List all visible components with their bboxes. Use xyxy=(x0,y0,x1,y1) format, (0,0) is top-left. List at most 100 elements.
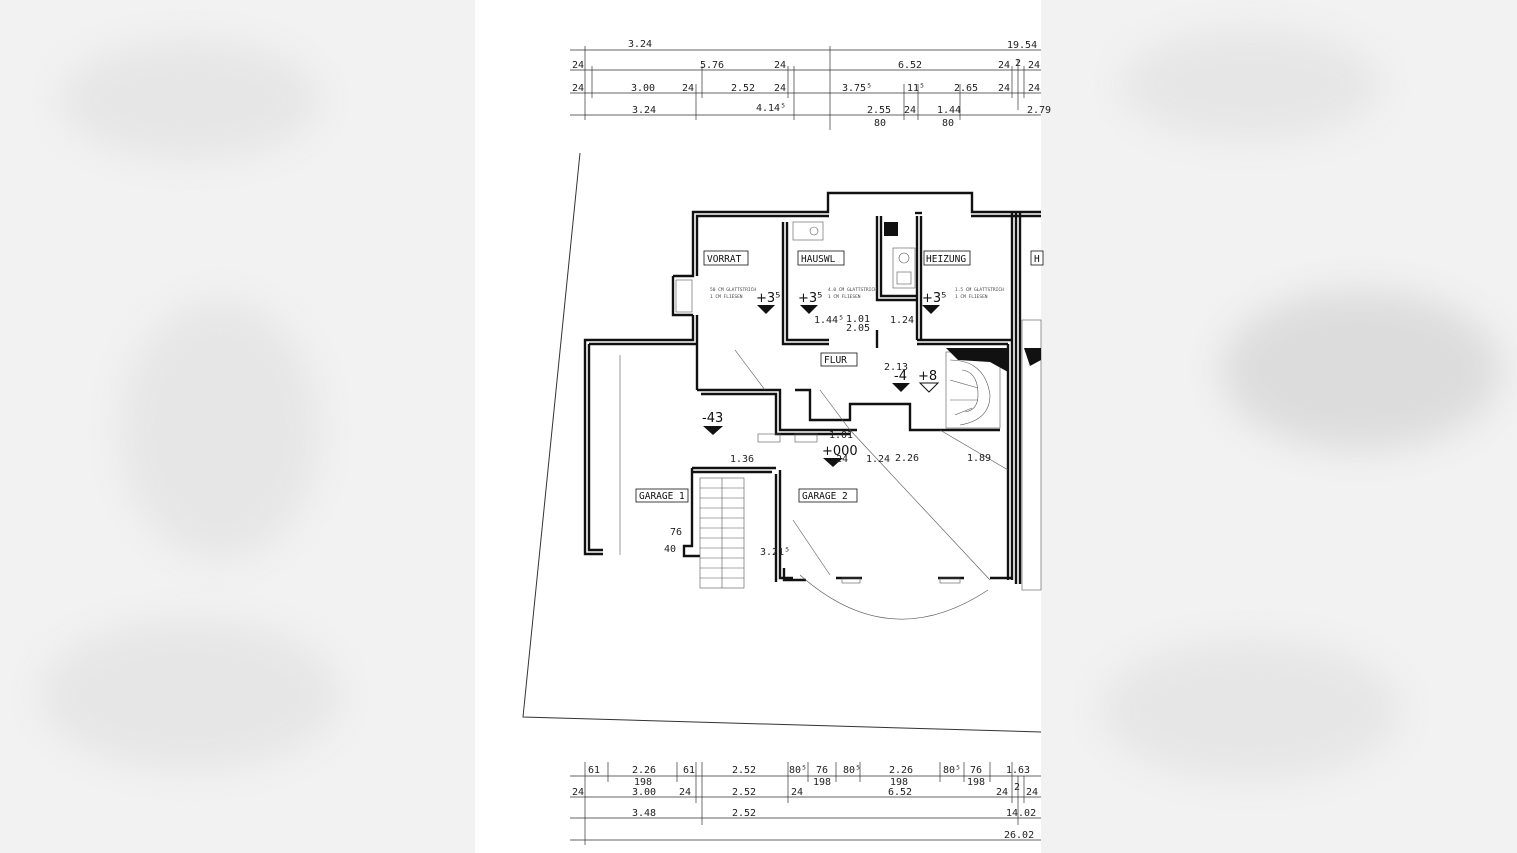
level-stair-b: +8 xyxy=(918,369,937,384)
room-labels: VORRAT HAUSWL HEIZUNG FLUR GARAGE 1 GARA… xyxy=(635,250,1044,503)
dim-label: 198 xyxy=(967,777,985,788)
dim-label: 2.52 xyxy=(732,765,756,776)
dim-label: 24 xyxy=(572,787,584,798)
floor-plan-sheet: 3.24 19.54 24 5.76 24 6.52 24 2 24 24 3.… xyxy=(475,0,1051,853)
top-dimension-chains xyxy=(570,46,1041,130)
level-stair-a: -4 xyxy=(894,369,907,384)
dim-label: 6.52 xyxy=(898,60,922,71)
level-heizung: +3⁵ xyxy=(922,291,946,306)
dim-label: 2.52 xyxy=(732,787,756,798)
dim-label: 3.24 xyxy=(632,105,656,116)
filled-wall-pieces xyxy=(884,222,1041,372)
dim-label: 2.79 xyxy=(1027,105,1051,116)
dim-label: 2 xyxy=(1015,58,1021,69)
inner-dim: 76 xyxy=(670,527,682,538)
dim-label: 24 xyxy=(774,83,786,94)
dim-label: 61 xyxy=(588,765,600,776)
floor-note: 1 CM FLIESEN xyxy=(710,294,743,300)
dim-label: 24 xyxy=(679,787,691,798)
dim-label: 24 xyxy=(996,787,1008,798)
dim-label: 1.63 xyxy=(1006,765,1030,776)
inner-dim: 1.44⁵ xyxy=(814,315,844,326)
dim-label: 6.52 xyxy=(888,787,912,798)
inner-dimensions: 1.44⁵ 2.05 1.24 1.01 2.13 2.26 1.89 1.36… xyxy=(664,314,991,558)
dim-label: 80⁵ xyxy=(943,765,961,776)
dim-label: 5.76 xyxy=(700,60,724,71)
dim-label: 3.48 xyxy=(632,808,656,819)
dim-label: 80 xyxy=(942,118,954,129)
inner-dim: 40 xyxy=(664,544,676,555)
dim-label: 14.02 xyxy=(1006,808,1036,819)
inner-dim: 24 xyxy=(836,454,848,465)
inner-dim: 1.01 xyxy=(829,430,853,441)
dim-label: 198 xyxy=(813,777,831,788)
floor-note: 1 CM FLIESEN xyxy=(955,294,988,300)
floor-notes: 50 CM GLATTSTRICH 1 CM FLIESEN 4.0 CM GL… xyxy=(710,287,1004,300)
dim-label: 11⁵ xyxy=(907,83,925,94)
floor-note: 4.0 CM GLATTSTRICH xyxy=(828,287,877,293)
room-label-heizung: HEIZUNG xyxy=(926,254,966,265)
dim-label: 2.52 xyxy=(731,83,755,94)
dim-label: 24 xyxy=(1028,60,1040,71)
inner-dim: 3.21⁵ xyxy=(760,547,790,558)
inner-dim: 1.24 xyxy=(866,454,890,465)
property-boundary xyxy=(522,152,1042,733)
inner-dim: 1.36 xyxy=(730,454,754,465)
dim-label: 2.55 xyxy=(867,105,891,116)
inner-dim: 1.01 xyxy=(846,314,870,325)
blurred-background-right xyxy=(1041,0,1517,853)
dim-label: 2.65 xyxy=(954,83,978,94)
level-markers: +3⁵ +3⁵ +3⁵ -43 +000 -4 +8 xyxy=(702,291,946,467)
floor-note: 1.5 CM GLATTSTRICH xyxy=(955,287,1004,293)
dim-label: 3.00 xyxy=(632,787,656,798)
dim-label: 24 xyxy=(682,83,694,94)
walls xyxy=(583,191,1041,584)
dim-label: 198 xyxy=(634,777,652,788)
dim-label: 24 xyxy=(791,787,803,798)
dim-label: 2.26 xyxy=(632,765,656,776)
dim-label: 80⁵ xyxy=(789,765,807,776)
floor-note: 1 CM FLIESEN xyxy=(828,294,861,300)
floor-plan-drawing: 3.24 19.54 24 5.76 24 6.52 24 2 24 24 3.… xyxy=(522,39,1051,845)
dim-label: 24 xyxy=(998,83,1010,94)
dim-label: 26.02 xyxy=(1004,830,1034,841)
dim-label: 24 xyxy=(1026,787,1038,798)
dim-label: 24 xyxy=(904,105,916,116)
dim-label: 76 xyxy=(970,765,982,776)
dim-label: 76 xyxy=(816,765,828,776)
level-entry: +000 xyxy=(822,444,858,459)
level-vorrat: +3⁵ xyxy=(756,291,780,306)
room-label-garage-2: GARAGE 2 xyxy=(802,491,848,502)
dim-label: 2.52 xyxy=(732,808,756,819)
dim-label: 24 xyxy=(572,60,584,71)
dim-label: 3.75⁵ xyxy=(842,83,872,94)
top-dimension-labels: 3.24 19.54 24 5.76 24 6.52 24 2 24 24 3.… xyxy=(572,39,1051,129)
bottom-dimension-chains xyxy=(570,762,1041,845)
room-label-flur: FLUR xyxy=(824,355,847,366)
room-label-cut: H xyxy=(1034,254,1040,265)
floor-note: 50 CM GLATTSTRICH xyxy=(710,287,756,293)
inner-dim: 2.26 xyxy=(895,453,919,464)
room-label-garage-1: GARAGE 1 xyxy=(639,491,685,502)
level-hauswl: +3⁵ xyxy=(798,291,822,306)
room-label-hauswl: HAUSWL xyxy=(801,254,836,265)
blurred-background-left xyxy=(0,0,480,853)
construction-lines xyxy=(619,221,1042,620)
inner-dim: 1.24 xyxy=(890,315,914,326)
room-label-vorrat: VORRAT xyxy=(707,254,742,265)
inner-dim: 1.89 xyxy=(967,453,991,464)
dim-label: 19.54 xyxy=(1007,40,1037,51)
dim-label: 2.26 xyxy=(889,765,913,776)
dim-label: 80 xyxy=(874,118,886,129)
inner-dim: 2.13 xyxy=(884,362,908,373)
inner-dim: 2.05 xyxy=(846,323,870,334)
dim-label: 2 xyxy=(1014,782,1020,793)
dim-label: 1.44 xyxy=(937,105,961,116)
dim-label: 3.00 xyxy=(631,83,655,94)
dim-label: 24 xyxy=(998,60,1010,71)
dim-label: 80⁵ xyxy=(843,765,861,776)
dim-label: 198 xyxy=(890,777,908,788)
dim-label: 3.24 xyxy=(628,39,652,50)
dim-label: 24 xyxy=(774,60,786,71)
bottom-dimension-labels: 61 2.26 198 61 2.52 80⁵ 76 198 80⁵ 2.26 … xyxy=(572,765,1038,841)
